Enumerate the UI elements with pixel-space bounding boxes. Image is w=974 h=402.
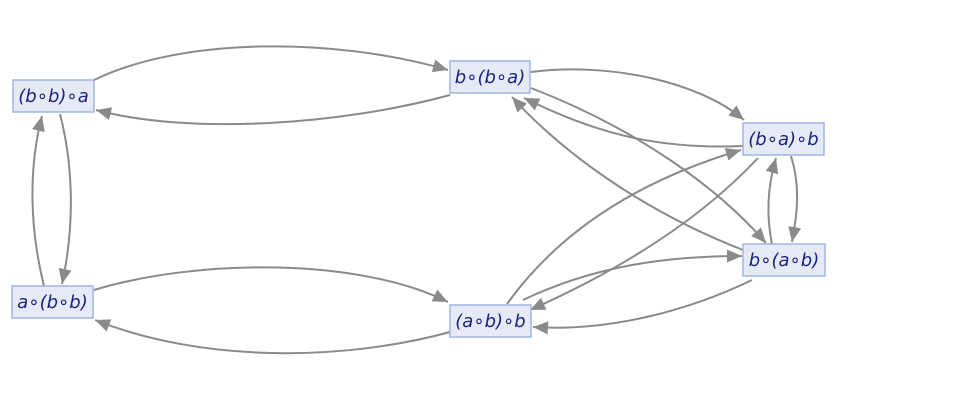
edge-n2-to-n3 — [530, 68, 745, 121]
node-label: (b∘a)∘b — [748, 129, 818, 150]
node-label: a∘(b∘b) — [17, 292, 87, 313]
edge-n4-to-n6-arrowhead — [533, 321, 549, 335]
node-label: b∘(a∘b) — [749, 250, 819, 271]
edge-n4-to-n2 — [511, 96, 744, 251]
edge-n3-to-n6-arrowhead — [530, 297, 547, 310]
nodes-layer: (b∘b)∘a b∘(b∘a) (b∘a)∘b b∘(a∘b) a∘(b∘b) (a∘b)… — [11, 60, 826, 338]
graph-node: (b∘b)∘a — [12, 79, 95, 113]
edge-n5-to-n6 — [93, 266, 449, 303]
edge-n6-to-n5 — [94, 319, 451, 355]
node-box — [11, 285, 94, 319]
edge-n4-to-n3-arrowhead — [765, 158, 779, 175]
edge-n1-to-n2-arrowhead — [431, 59, 448, 73]
node-box — [449, 60, 531, 94]
edge-n6-to-n4 — [522, 255, 743, 301]
edge-n3-to-n2 — [523, 97, 744, 148]
edge-n6-to-n4-arrowhead — [726, 249, 742, 263]
edge-n3-to-n4-arrowhead — [788, 226, 802, 242]
edge-n3-to-n2-arrowhead — [524, 98, 541, 111]
edge-n2-to-n1 — [95, 94, 451, 126]
edge-n5-to-n6-arrowhead — [431, 289, 448, 302]
edge-n2-to-n4 — [530, 87, 767, 244]
edges-layer — [31, 45, 802, 355]
node-label: (b∘b)∘a — [18, 86, 88, 107]
graph-node: (a∘b)∘b — [449, 304, 532, 338]
node-box — [742, 243, 826, 277]
graph-node: a∘(b∘b) — [11, 285, 94, 319]
edge-n5-to-n1-arrowhead — [32, 116, 45, 133]
edge-n1-to-n5 — [59, 113, 72, 285]
edge-n2-to-n4-arrowhead — [751, 227, 766, 243]
node-label: (a∘b)∘b — [455, 311, 525, 332]
edge-n6-to-n5-arrowhead — [95, 319, 112, 332]
graph-node: b∘(a∘b) — [742, 243, 826, 277]
edge-n5-to-n1 — [31, 115, 45, 287]
graph-node: (b∘a)∘b — [742, 122, 825, 156]
edge-n2-to-n3-arrowhead — [728, 105, 744, 120]
graph-node: b∘(b∘a) — [449, 60, 531, 94]
edge-n1-to-n2 — [93, 45, 449, 81]
node-box — [12, 79, 95, 113]
edge-n6-to-n3-arrowhead — [724, 148, 741, 161]
edge-n6-to-n3 — [506, 149, 742, 305]
edge-n1-to-n5-arrowhead — [58, 267, 72, 284]
edge-n4-to-n2-arrowhead — [512, 97, 527, 113]
edge-n3-to-n6 — [529, 157, 759, 311]
node-box — [449, 304, 532, 338]
node-box — [742, 122, 825, 156]
node-label: b∘(b∘a) — [455, 67, 525, 88]
edge-n4-to-n6 — [532, 279, 753, 329]
edge-n2-to-n1-arrowhead — [96, 107, 113, 121]
